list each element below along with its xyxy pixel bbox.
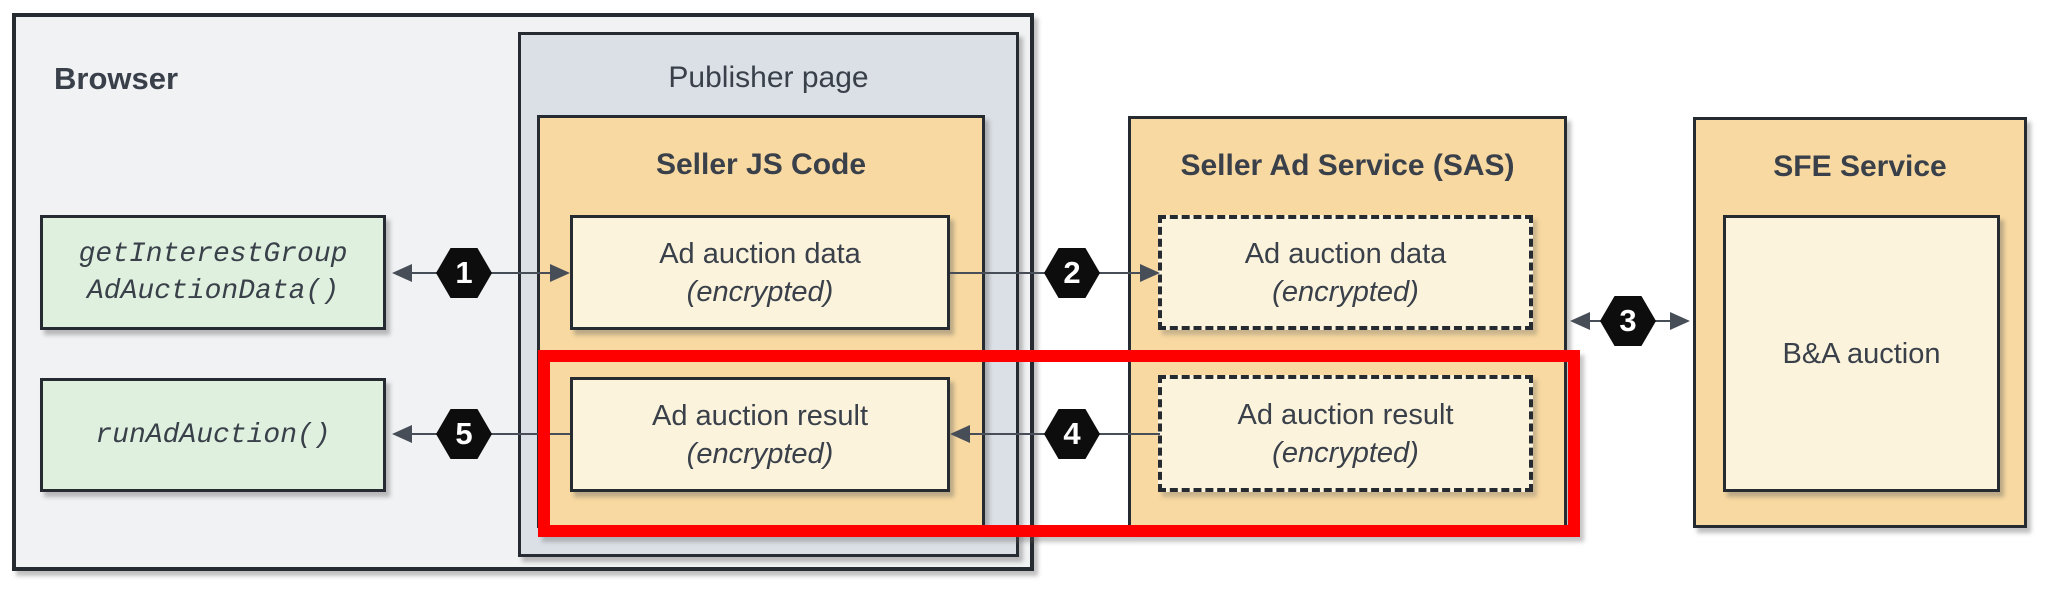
ba-auction-label: B&A auction (1782, 337, 1941, 370)
seller-js-ad-auction-data-line1: Ad auction data (659, 237, 861, 270)
sfe-service-title: SFE Service (1773, 150, 1947, 183)
red-highlight-rectangle (538, 350, 1580, 537)
sas-ad-auction-data-line2: (encrypted) (1272, 275, 1419, 308)
arrowhead-right-icon (550, 264, 570, 282)
get-interest-group-ad-auction-data-box: getInterestGroup AdAuctionData() (40, 215, 386, 330)
publisher-page-label: Publisher page (668, 61, 869, 94)
arrowhead-left-icon (1570, 312, 1590, 330)
get-interest-group-line2: AdAuctionData() (86, 275, 340, 307)
sas-ad-auction-data-box: Ad auction data (encrypted) (1158, 215, 1533, 330)
arrowhead-left-icon (950, 425, 970, 443)
run-ad-auction-box: runAdAuction() (40, 378, 386, 492)
seller-js-ad-auction-result-line1: Ad auction result (651, 399, 868, 432)
seller-js-ad-auction-data-box: Ad auction data (encrypted) (570, 215, 950, 330)
step-3-hexagon-badge: 3 (1600, 296, 1656, 346)
browser-label: Browser (54, 61, 179, 96)
sas-ad-auction-data-line1: Ad auction data (1244, 237, 1447, 270)
arrowhead-right-icon (1140, 264, 1160, 282)
step-2-hexagon-badge: 2 (1044, 248, 1100, 298)
arrowhead-left-icon (392, 264, 412, 282)
sas-ad-auction-result-box: Ad auction result (encrypted) (1158, 375, 1533, 492)
seller-js-ad-auction-data-line2: (encrypted) (686, 275, 834, 308)
arrowhead-right-icon (1670, 312, 1690, 330)
sas-ad-auction-result-line2: (encrypted) (1272, 436, 1419, 469)
seller-js-ad-auction-result-box: Ad auction result (encrypted) (570, 377, 950, 492)
run-ad-auction-label: runAdAuction() (95, 419, 331, 451)
arrowhead-left-icon (392, 425, 412, 443)
sas-ad-auction-result-line1: Ad auction result (1237, 398, 1454, 431)
get-interest-group-line1: getInterestGroup (78, 238, 348, 270)
seller-js-code-title: Seller JS Code (655, 148, 867, 181)
seller-js-ad-auction-result-line2: (encrypted) (686, 437, 834, 470)
ba-auction-box: B&A auction (1723, 215, 2000, 492)
seller-ad-service-title: Seller Ad Service (SAS) (1180, 149, 1515, 182)
